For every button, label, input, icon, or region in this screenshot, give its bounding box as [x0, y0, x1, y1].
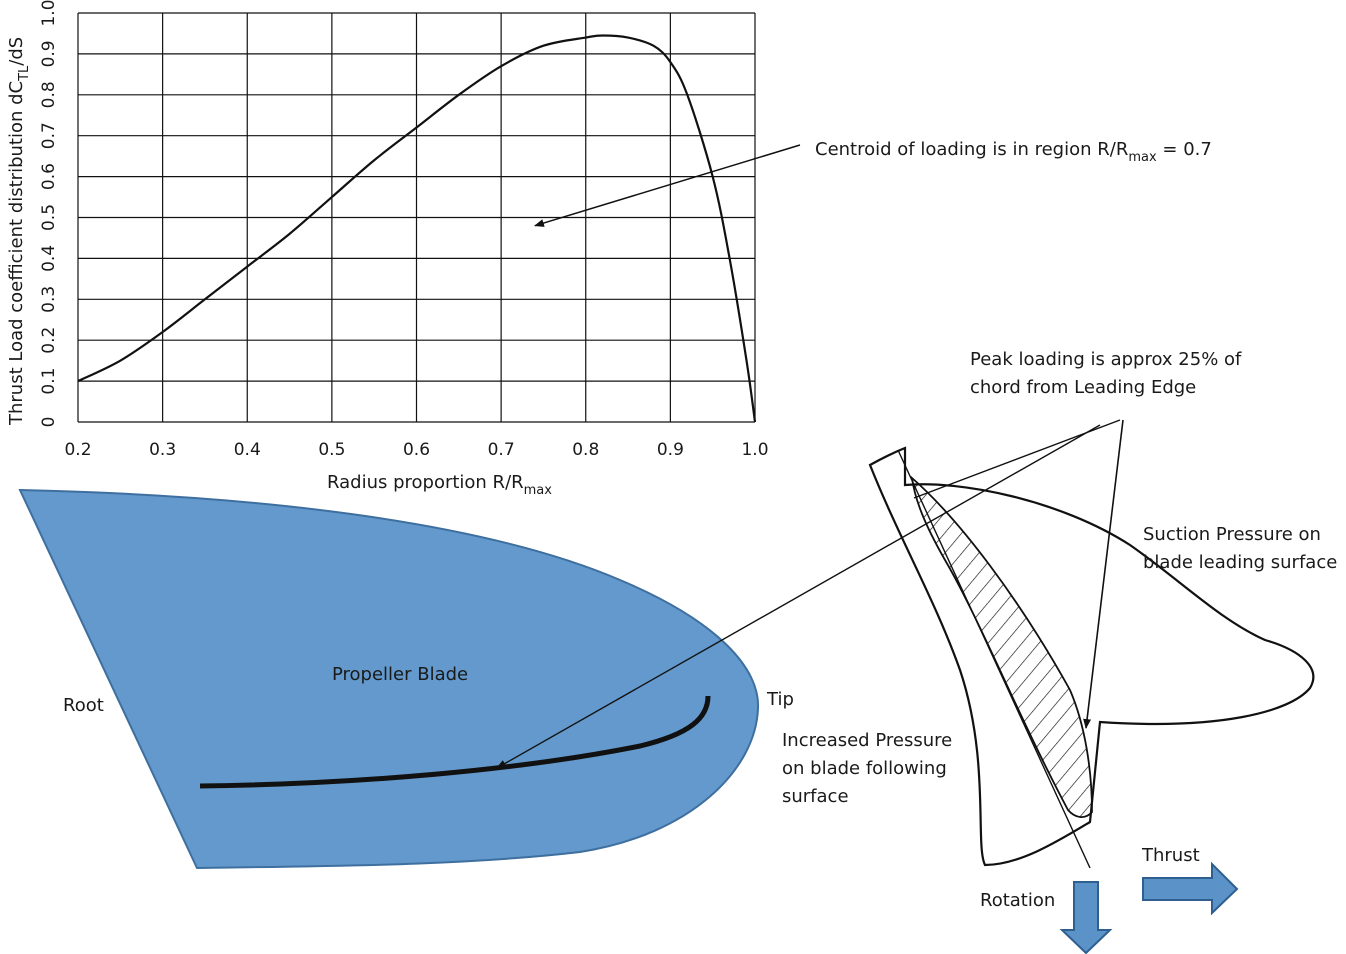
rotation-label: Rotation: [980, 890, 1055, 911]
x-tick-labels: 0.2 0.3 0.4 0.5 0.6 0.7 0.8 0.9 1.0: [64, 440, 768, 460]
y-tick-label: 1.0: [39, 0, 59, 27]
blade-label: Propeller Blade: [332, 664, 468, 685]
increased-pressure-label: Increased Pressure on blade following su…: [782, 730, 958, 807]
y-tick-labels: 0 0.1 0.2 0.3 0.4 0.5 0.6 0.7 0.8 0.9 1.0: [39, 0, 59, 427]
y-axis-label: Thrust Load coefficient distribution dCT…: [6, 37, 32, 426]
propeller-blade-shape: [18, 488, 760, 870]
x-tick-label: 0.7: [488, 440, 515, 460]
y-tick-label: 0.3: [39, 286, 59, 313]
y-tick-label: 0.6: [39, 163, 59, 190]
peak-arrow-left-leg: [913, 419, 1121, 499]
propeller-blade-diagram: Propeller Blade Root Tip: [18, 488, 794, 870]
root-label: Root: [63, 695, 104, 716]
y-tick-label: 0.5: [39, 204, 59, 231]
peak-loading-label: Peak loading is approx 25% of chord from…: [970, 349, 1247, 398]
x-tick-label: 0.9: [657, 440, 684, 460]
x-tick-label: 0.4: [234, 440, 261, 460]
thrust-arrow-icon: [1142, 861, 1239, 916]
blade-section-diagram: Peak loading is approx 25% of chord from…: [782, 349, 1337, 954]
thrust-load-curve: [77, 34, 757, 423]
loading-centroid-line: [199, 695, 711, 789]
x-tick-label: 0.5: [318, 440, 345, 460]
x-tick-label: 0.8: [572, 440, 599, 460]
x-tick-label: 1.0: [741, 440, 768, 460]
peak-arrow: [1083, 419, 1124, 729]
y-tick-label: 0.1: [39, 368, 59, 395]
centroid-arrow: [534, 144, 801, 227]
y-tick-label: 0.7: [39, 122, 59, 149]
y-tick-label: 0.9: [39, 40, 59, 67]
x-tick-label: 0.3: [149, 440, 176, 460]
tip-label: Tip: [766, 689, 794, 710]
x-tick-label: 0.6: [403, 440, 430, 460]
chart-grid: [77, 12, 756, 423]
x-tick-label: 0.2: [64, 440, 91, 460]
y-tick-label: 0.8: [39, 81, 59, 108]
pressure-distribution-envelope: [868, 446, 1315, 867]
suction-pressure-label: Suction Pressure on blade leading surfac…: [1143, 524, 1337, 573]
y-tick-label: 0: [39, 417, 59, 428]
chord-line: [897, 449, 1091, 869]
thrust-label: Thrust: [1141, 845, 1200, 866]
x-axis-label: Radius proportion R/Rmax: [327, 472, 552, 498]
rotation-arrow-icon: [1059, 881, 1113, 954]
centroid-annotation: Centroid of loading is in region R/Rmax …: [815, 139, 1212, 165]
hatched-blade-section: [910, 475, 1093, 818]
section-connector-arrow: [496, 424, 1101, 769]
y-tick-label: 0.2: [39, 327, 59, 354]
y-tick-label: 0.4: [39, 245, 59, 272]
